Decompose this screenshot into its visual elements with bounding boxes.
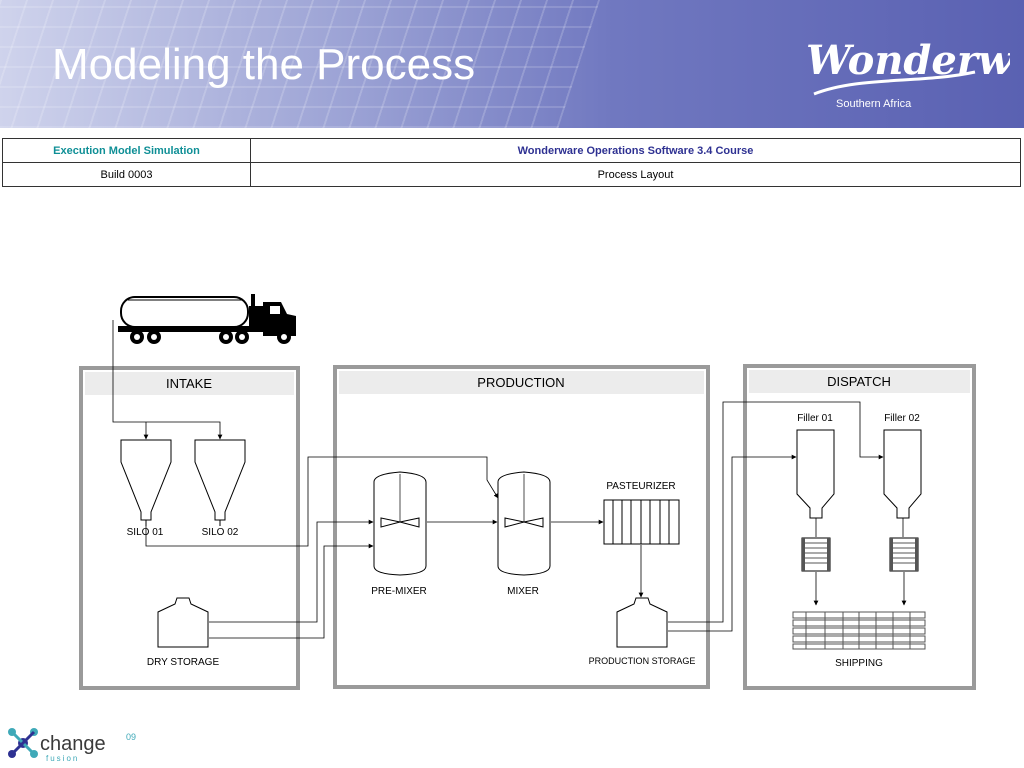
table-row: Build 0003 Process Layout: [2, 162, 1021, 187]
footer-logo-text: change: [40, 733, 106, 755]
silo-02-icon: [194, 439, 246, 526]
production-storage-icon: [616, 597, 668, 648]
x-mark-icon: [8, 728, 38, 758]
table-cell: Process Layout: [250, 162, 1021, 187]
silo-01-label: SILO 01: [127, 527, 164, 538]
dry-storage-label: DRY STORAGE: [147, 657, 220, 668]
footer-logo-year: 09: [126, 732, 136, 742]
filler-02-label: Filler 02: [884, 413, 920, 424]
silo-01-icon: [120, 439, 172, 526]
mixer-icon: [497, 471, 551, 576]
change-fusion-logo: change 09 fusion: [8, 728, 136, 763]
production-storage-label: PRODUCTION STORAGE: [589, 656, 696, 666]
dispatch-label: DISPATCH: [827, 374, 891, 389]
pasteurizer-label: PASTEURIZER: [606, 481, 675, 492]
dry-storage-icon: [157, 597, 209, 648]
page-title: Modeling the Process: [52, 40, 476, 89]
pasteurizer-icon: [603, 499, 680, 545]
header-banner: Modeling the Process Wonderware Southern…: [0, 0, 1024, 128]
table-cell: Wonderware Operations Software 3.4 Cours…: [250, 138, 1021, 163]
mixer-label: MIXER: [507, 586, 539, 597]
filler-01-label: Filler 01: [797, 413, 833, 424]
pre-mixer-label: PRE-MIXER: [371, 586, 427, 597]
wonderware-logo: Wonderware Southern Africa: [806, 37, 1010, 110]
filler-02-icon: [883, 429, 922, 519]
intake-label: INTAKE: [166, 376, 212, 391]
silo-02-label: SILO 02: [202, 527, 239, 538]
logo-swoosh: [813, 70, 976, 96]
logo-subtext: Southern Africa: [836, 98, 912, 110]
pre-mixer-icon: [373, 471, 427, 576]
footer-logo-subtext: fusion: [46, 754, 79, 763]
logo-text: Wonderware: [806, 37, 1010, 84]
bottle-pack-01-icon: [801, 537, 831, 572]
table-cell: Build 0003: [2, 162, 251, 187]
flow-lines: [112, 320, 907, 639]
shipping-label: SHIPPING: [835, 658, 883, 669]
bottle-pack-02-icon: [889, 537, 919, 572]
info-table: Execution Model Simulation Wonderware Op…: [2, 138, 1021, 187]
shipping-pallet-icon: [792, 611, 926, 650]
production-label: PRODUCTION: [477, 375, 564, 390]
filler-01-icon: [796, 429, 835, 519]
tanker-truck-icon: [118, 294, 296, 344]
